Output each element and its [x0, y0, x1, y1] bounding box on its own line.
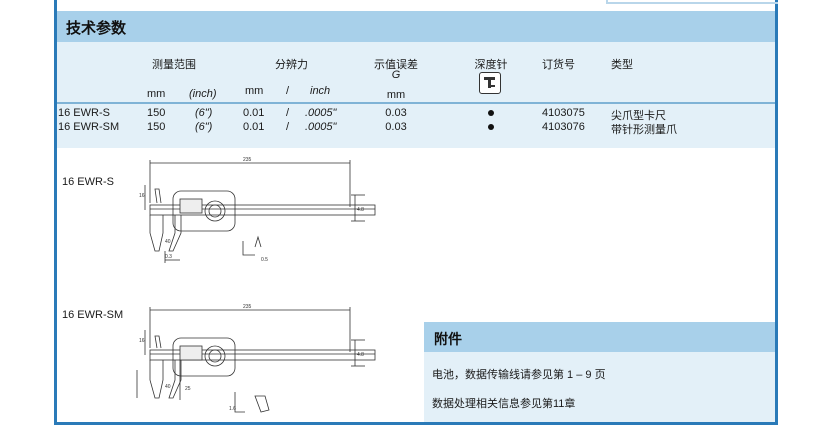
row2-depth-probe-dot: [488, 124, 494, 130]
drawing1-dim-d: 0.3: [165, 254, 172, 260]
depth-probe-icon: [479, 72, 501, 94]
row2-range-mm: 150: [147, 121, 166, 133]
accessories-title-bar: 附件: [424, 322, 775, 352]
row2-model: 16 EWR-SM: [58, 121, 120, 133]
top-box: [606, 0, 778, 4]
drawing1-label: 16 EWR-S: [62, 176, 114, 188]
header-order-no: 订货号: [542, 59, 575, 71]
page-frame: [54, 0, 778, 425]
caliper-drawing-s: 235 16 4.8 40 0.3 0.5: [139, 157, 376, 263]
unit-res-sep: /: [286, 85, 290, 97]
unit-range-inch: (inch): [189, 88, 217, 100]
caliper-drawing-sm: 235 16 4.8 40 25 1.6: [136, 304, 376, 413]
drawing2-label: 16 EWR-SM: [62, 309, 124, 321]
row2-error: 0.03: [385, 121, 407, 133]
drawing1-dim-c: 40: [165, 239, 171, 245]
row2-type: 带针形测量爪: [611, 124, 677, 136]
unit-res-inch: inch: [310, 85, 331, 97]
row2-sep: /: [286, 121, 290, 133]
section-title-bar: 技术参数: [57, 11, 775, 42]
unit-res-mm: mm: [245, 85, 264, 97]
spec-rows-area: [57, 102, 775, 148]
unit-error-mm: mm: [386, 89, 406, 101]
drawing2-dim-g: 1.6: [229, 406, 236, 412]
accessories-body: 电池，数据传输线请参见第 1 – 9 页 数据处理相关信息参见第11章: [424, 352, 775, 422]
row1-depth-probe-dot: [488, 110, 494, 116]
header-range: 测量范围: [152, 59, 196, 71]
row2-order-no: 4103076: [542, 121, 585, 133]
accessories-title: 附件: [434, 331, 462, 347]
header-resolution: 分辨力: [275, 59, 308, 71]
row2-res-mm: 0.01: [243, 121, 265, 133]
drawing1-dim-length: 235: [243, 157, 252, 163]
row1-error: 0.03: [385, 107, 407, 119]
row2-range-inch: (6"): [195, 121, 213, 133]
header-error-symbol: G: [391, 69, 401, 81]
unit-range-mm: mm: [147, 88, 166, 100]
row1-order-no: 4103075: [542, 107, 585, 119]
drawing2-dim-b: 4.8: [357, 352, 364, 358]
row1-type: 尖爪型卡尺: [611, 110, 666, 122]
row1-res-mm: 0.01: [243, 107, 265, 119]
row2-res-inch: .0005": [305, 121, 337, 133]
row1-res-inch: .0005": [305, 107, 337, 119]
accessories-line-2: 数据处理相关信息参见第11章: [432, 398, 576, 410]
drawing1-dim-a: 16: [139, 193, 145, 199]
row1-sep: /: [286, 107, 290, 119]
row1-model: 16 EWR-S: [58, 107, 110, 119]
drawing2-dim-f: 25: [185, 386, 191, 392]
header-error: 示值误差: [374, 59, 418, 71]
row1-range-mm: 150: [147, 107, 166, 119]
spec-header-area: [57, 42, 775, 102]
drawing1-dim-e: 0.5: [261, 257, 268, 263]
drawing2-dim-a: 16: [139, 338, 145, 344]
drawing2-dim-length: 235: [243, 304, 252, 310]
row1-range-inch: (6"): [195, 107, 213, 119]
header-type: 类型: [611, 59, 633, 71]
section-title: 技术参数: [66, 20, 127, 37]
accessories-line-1: 电池，数据传输线请参见第 1 – 9 页: [432, 369, 606, 381]
header-depth-probe: 深度针: [474, 59, 508, 71]
drawing2-dim-c: 40: [165, 384, 171, 390]
drawing1-dim-b: 4.8: [357, 207, 364, 213]
